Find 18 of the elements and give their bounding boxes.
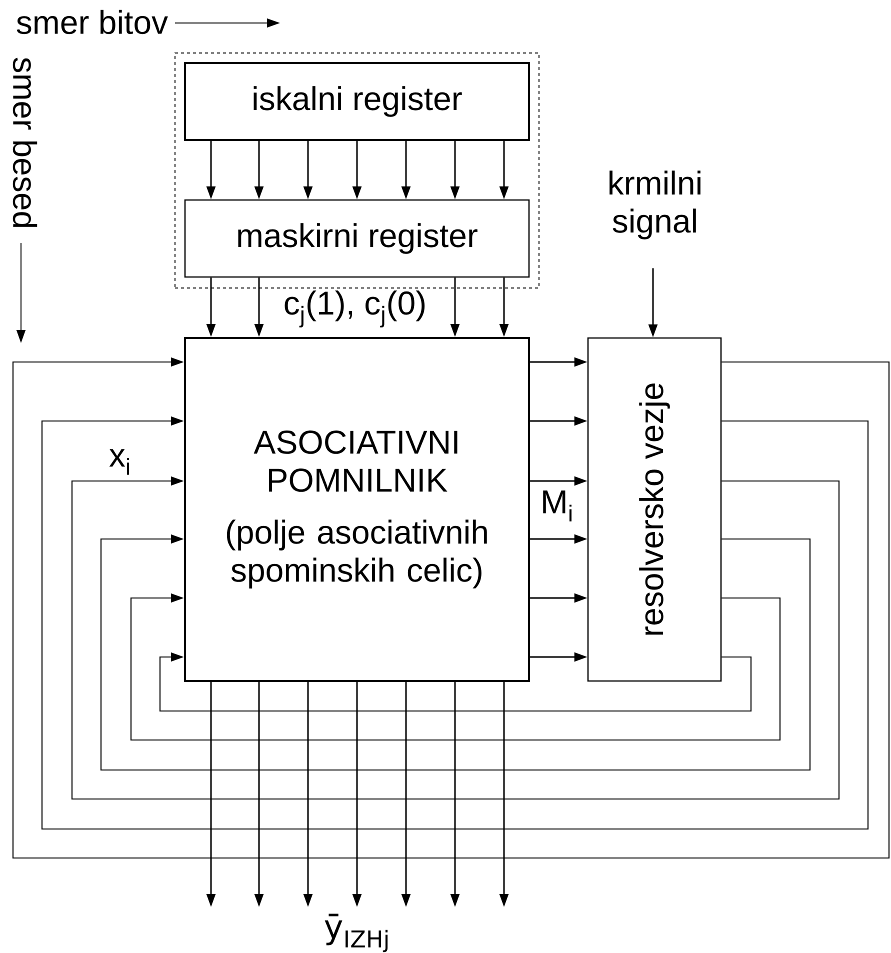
- dashed-frame: [174, 52, 540, 288]
- signal-label: M$_{i}$: [543, 490, 572, 522]
- feedback-arrow: [130, 593, 781, 741]
- signal-label: ȳ$_{IZHj}$: [324, 914, 388, 952]
- resolver-box: resolversko vezje: [587, 337, 722, 682]
- feedback-arrow: [41, 416, 869, 830]
- control-signal-label: krmilni signal: [610, 170, 700, 240]
- feedback-arrow: [71, 476, 840, 800]
- direction-label: smer bitov: [16, 10, 168, 34]
- feedback-arrow: [159, 652, 752, 712]
- feedback-arrow: [100, 534, 811, 771]
- register-box: iskalni register: [184, 62, 530, 141]
- memory-block: ASOCIATIVNI POMNILNIK (polje asociativnih spominskih celic): [184, 337, 530, 682]
- feedback-arrow: [12, 357, 890, 859]
- register-box: maskirni register: [184, 199, 530, 278]
- signal-label: c$_{j}$(1), c$_{j}$(0): [284, 290, 425, 328]
- direction-label: smer besed: [12, 58, 38, 228]
- signal-label: x$_{i}$: [109, 449, 129, 475]
